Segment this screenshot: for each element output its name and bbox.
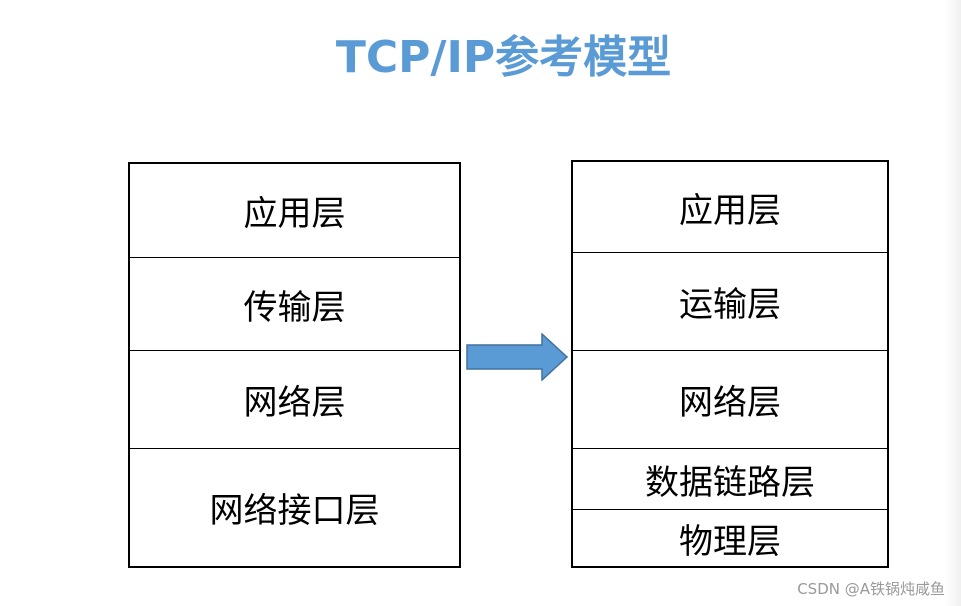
left-layer-network: 网络层 (130, 351, 459, 449)
right-layer-physical-label: 物理层 (679, 521, 781, 562)
right-arrow-icon (466, 333, 569, 381)
left-layer-application-label: 应用层 (243, 194, 346, 234)
right-layer-data-link-label: 数据链路层 (645, 462, 815, 503)
left-model-stack: 应用层 传输层 网络层 网络接口层 (128, 162, 461, 568)
left-layer-application: 应用层 (130, 164, 459, 258)
left-layer-network-interface-label: 网络接口层 (209, 491, 380, 531)
left-layer-network-label: 网络层 (243, 383, 346, 423)
right-layer-physical: 物理层 (573, 510, 887, 566)
left-layer-transport: 传输层 (130, 258, 459, 351)
right-layer-network-label: 网络层 (679, 383, 781, 423)
diagram-title: TCP/IP参考模型 (335, 32, 672, 83)
left-layer-network-interface: 网络接口层 (130, 449, 459, 566)
csdn-watermark: CSDN @A铁锅炖咸鱼 (797, 580, 945, 598)
right-layer-transport: 运输层 (573, 253, 887, 351)
arrow-shape (466, 333, 569, 381)
right-model-stack: 应用层 运输层 网络层 数据链路层 物理层 (571, 160, 889, 568)
right-layer-application: 应用层 (573, 162, 887, 253)
right-layer-data-link: 数据链路层 (573, 449, 887, 510)
right-layer-application-label: 应用层 (679, 190, 781, 231)
right-layer-network: 网络层 (573, 351, 887, 449)
right-layer-transport-label: 运输层 (679, 285, 781, 325)
left-layer-transport-label: 传输层 (243, 287, 346, 328)
page-edge-shadow (945, 0, 961, 606)
